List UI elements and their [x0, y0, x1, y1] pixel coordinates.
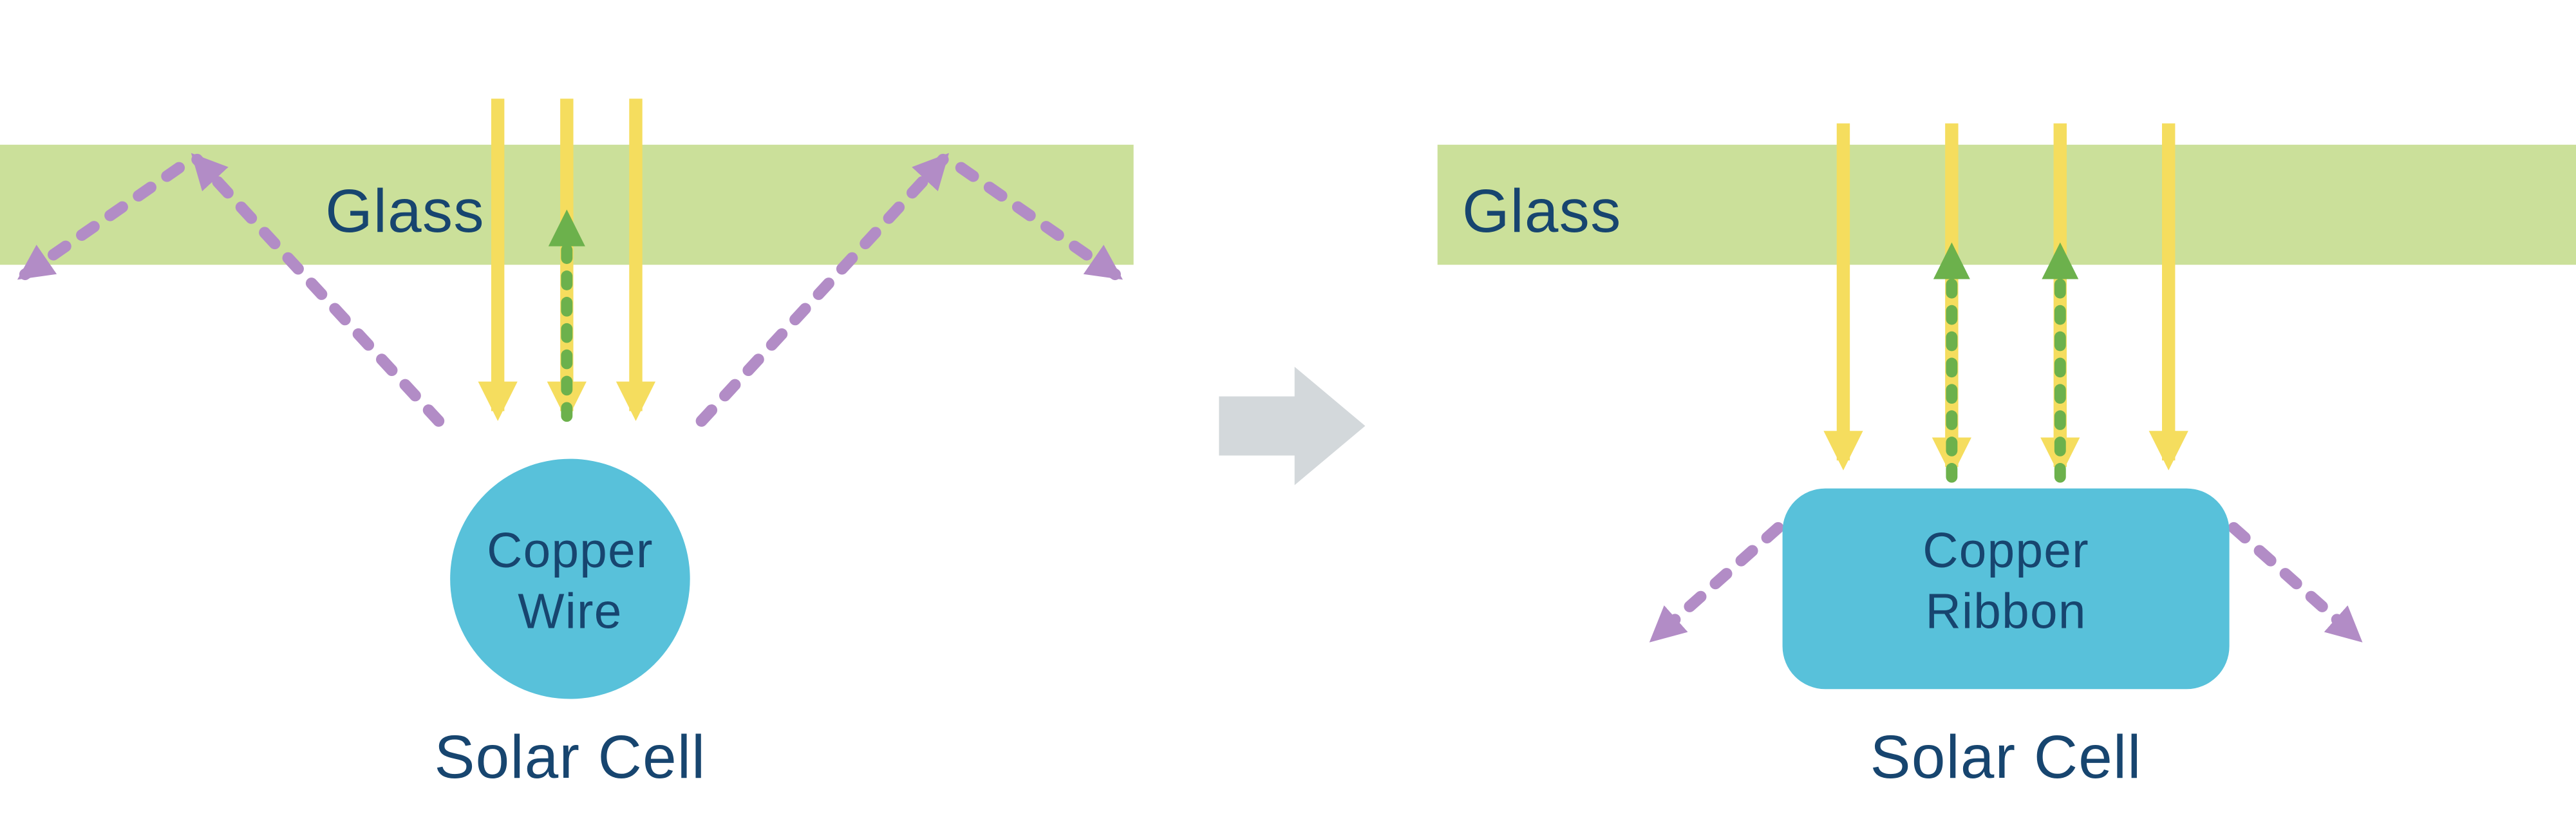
- scattered-light-ray: [1649, 499, 1810, 643]
- copper-ribbon-label-line2: Ribbon: [1925, 585, 2086, 639]
- glass-label: Glass: [325, 177, 485, 245]
- copper-wire-label-line2: Wire: [518, 585, 622, 639]
- scattered-light-ray: [17, 162, 185, 281]
- glass-label: Glass: [1462, 177, 1622, 245]
- solar-cell-label: Solar Cell: [1870, 723, 2142, 791]
- scattered-light-ray: [695, 153, 950, 427]
- after-panel: Glass Copper Ribbon Solar Cell: [1437, 123, 2576, 791]
- before-panel: Glass Copper Wire Solar Cell: [0, 99, 1134, 791]
- scattered-light-ray: [2202, 499, 2363, 643]
- copper-ribbon-label-line1: Copper: [1923, 523, 2089, 578]
- copper-wire-label-line1: Copper: [487, 523, 653, 578]
- solar-cell-label: Solar Cell: [434, 723, 706, 791]
- scattered-light-ray: [955, 162, 1123, 281]
- glass-layer: [1437, 144, 2576, 265]
- copper-ribbon-shape: [1782, 488, 2230, 690]
- copper-wire-shape: [450, 458, 690, 699]
- scattered-light-ray: [191, 153, 445, 427]
- transition-arrow-icon: [1219, 366, 1366, 485]
